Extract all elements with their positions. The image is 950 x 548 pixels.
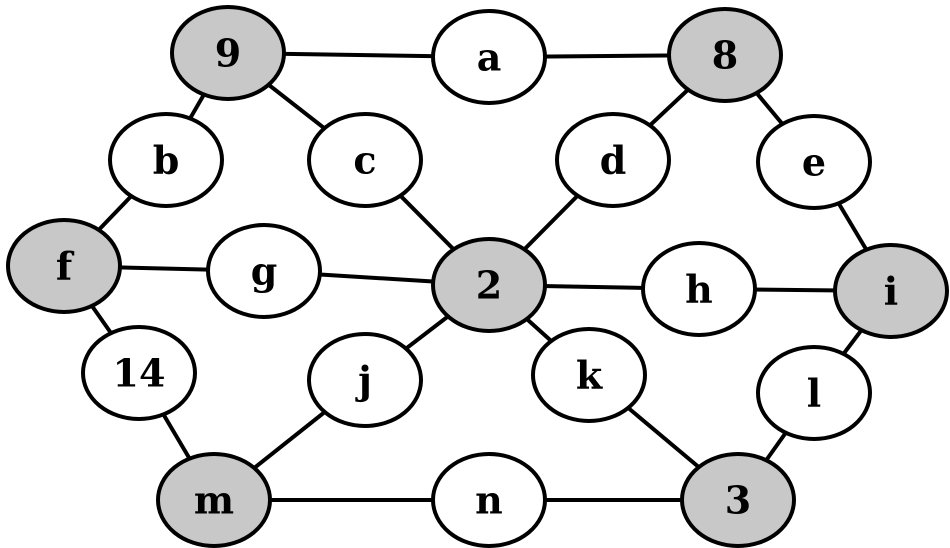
node-circle <box>6 218 122 314</box>
node-circle <box>431 9 547 105</box>
node-label: g <box>251 249 278 294</box>
node-9: 9 <box>170 5 286 101</box>
node-h: h <box>641 241 757 337</box>
node-circle <box>756 114 872 210</box>
node-label: n <box>475 478 503 523</box>
node-label: e <box>802 140 826 185</box>
node-label: 9 <box>215 31 241 76</box>
node-j: j <box>307 332 423 428</box>
node-14: 14 <box>81 325 197 421</box>
node-circle <box>531 327 647 423</box>
node-label: i <box>884 269 898 314</box>
node-circle <box>170 5 286 101</box>
nodes-layer: 9 a 8 b c d e f g 2 h i 14 j k l m n 3 <box>6 5 949 548</box>
node-circle <box>756 345 872 441</box>
node-label: l <box>807 371 821 416</box>
node-circle <box>206 223 322 319</box>
node-f: f <box>6 218 122 314</box>
node-circle <box>680 452 796 548</box>
node-3: 3 <box>680 452 796 548</box>
node-circle <box>833 243 949 339</box>
node-d: d <box>555 112 671 208</box>
node-circle <box>431 452 547 548</box>
node-circle <box>81 325 197 421</box>
node-circle <box>307 332 423 428</box>
node-k: k <box>531 327 647 423</box>
node-l: l <box>756 345 872 441</box>
node-b: b <box>108 112 224 208</box>
node-label: c <box>353 138 376 183</box>
node-2: 2 <box>431 237 547 333</box>
node-label: h <box>685 267 713 312</box>
node-m: m <box>156 452 272 548</box>
node-label: m <box>194 478 234 523</box>
node-label: b <box>153 138 180 183</box>
node-label: k <box>576 353 603 398</box>
node-label: d <box>600 138 627 183</box>
node-circle <box>555 112 671 208</box>
node-label: 2 <box>476 263 502 308</box>
node-label: 3 <box>725 478 751 523</box>
node-label: f <box>56 244 75 289</box>
node-label: 14 <box>113 351 166 396</box>
node-c: c <box>307 112 423 208</box>
node-g: g <box>206 223 322 319</box>
node-e: e <box>756 114 872 210</box>
node-8: 8 <box>667 7 783 103</box>
node-label: a <box>477 35 502 80</box>
node-label: 8 <box>712 33 738 78</box>
node-i: i <box>833 243 949 339</box>
node-circle <box>641 241 757 337</box>
node-n: n <box>431 452 547 548</box>
node-circle <box>307 112 423 208</box>
node-circle <box>108 112 224 208</box>
node-circle <box>431 237 547 333</box>
node-circle <box>156 452 272 548</box>
node-a: a <box>431 9 547 105</box>
node-label: j <box>355 358 372 403</box>
node-circle <box>667 7 783 103</box>
